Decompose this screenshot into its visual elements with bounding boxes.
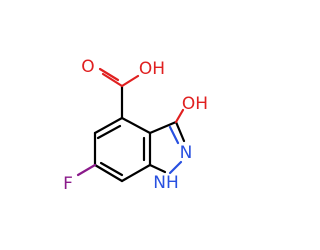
atom-carbonyl-oxygen: O bbox=[81, 57, 94, 77]
bond-c6-f bbox=[76, 163, 97, 177]
atom-n2: N bbox=[180, 143, 193, 163]
atom-acid-hydroxyl: OH bbox=[139, 59, 165, 79]
pyrazole-ring bbox=[148, 120, 186, 175]
bond-c4-c5-inner bbox=[96, 124, 122, 140]
atom-n1-nh: NH bbox=[153, 173, 179, 193]
bond-c3-n2 bbox=[174, 120, 186, 143]
bond-c3a-c3 bbox=[148, 120, 178, 135]
bond-c3-n2-inner bbox=[168, 125, 180, 145]
atom-ring-hydroxyl: OH bbox=[182, 94, 208, 114]
bond-c-o-double bbox=[101, 72, 124, 88]
benzene-ring bbox=[93, 116, 152, 183]
bond-c3a-c4 bbox=[120, 116, 152, 135]
bond-c-o-double-2 bbox=[98, 67, 120, 82]
bond-c6-c7-inner bbox=[99, 161, 124, 177]
bond-n2-n1 bbox=[168, 160, 183, 175]
bond-c3-oh bbox=[174, 108, 185, 124]
molecule-structure: O OH OH N NH F bbox=[63, 57, 208, 194]
bond-c-oh bbox=[120, 74, 140, 88]
bond-c7-c7a bbox=[120, 163, 152, 183]
bond-c6-c7 bbox=[93, 163, 124, 183]
bond-n1-c7a bbox=[148, 163, 167, 174]
bond-c4-c5 bbox=[93, 116, 124, 135]
atom-fluorine: F bbox=[63, 174, 73, 194]
